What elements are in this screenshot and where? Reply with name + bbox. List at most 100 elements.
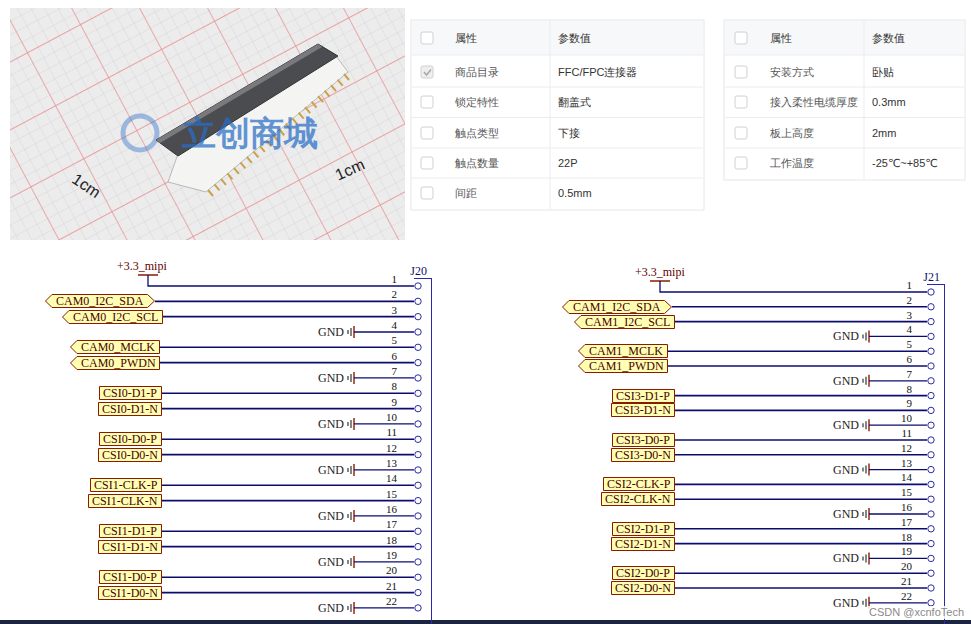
pin-terminal <box>415 375 421 381</box>
pin-terminal <box>928 318 934 324</box>
signal-wire <box>162 454 414 456</box>
table-cell: 触点类型 <box>455 126 499 141</box>
net-label: CSI3-D0-P <box>612 433 675 447</box>
checkbox <box>735 96 747 108</box>
pin-contact <box>312 102 317 108</box>
ground-wire <box>354 561 414 562</box>
pin-contact <box>331 85 336 91</box>
scale-text: 1cm <box>68 170 103 202</box>
pin-number: 13 <box>386 458 397 469</box>
signal-wire <box>162 546 414 548</box>
table-cell: 参数值 <box>872 31 905 46</box>
net-label: CSI1-D0-N <box>98 586 162 600</box>
pin-terminal <box>928 496 934 502</box>
table-cell: 属性 <box>770 31 792 46</box>
net-name: CAM1_MCLK <box>589 344 668 358</box>
ground-symbol <box>862 601 863 605</box>
net-label: CAM1_I2C_SCL <box>574 315 675 329</box>
pin-terminal <box>928 363 934 369</box>
net-label: CAM1_MCLK <box>578 344 668 358</box>
pin-contact <box>305 107 310 113</box>
net-label: CSI3-D0-N <box>611 448 675 462</box>
table-rules <box>412 21 703 209</box>
ground-symbol <box>862 334 863 338</box>
checkbox <box>421 187 433 199</box>
signal-wire <box>162 500 414 502</box>
pin-number: 12 <box>901 443 912 454</box>
ground-label: GND <box>833 418 859 432</box>
net-label-outline <box>575 315 675 328</box>
net-label: CAM1_I2C_SDA <box>562 300 672 314</box>
signal-wire <box>162 438 414 440</box>
net-name: CSI2-D0-P <box>616 566 675 580</box>
ground-label: GND <box>318 371 344 385</box>
signal-wire <box>162 530 414 532</box>
pin-terminal <box>928 481 934 487</box>
net-label: CSI0-D1-N <box>98 402 162 416</box>
pin-number: 3 <box>907 310 913 321</box>
pin-number: 16 <box>901 502 912 513</box>
pin-number: 19 <box>901 546 912 557</box>
signal-wire <box>155 301 414 303</box>
net-label-outline <box>91 479 162 492</box>
ground-symbol <box>865 510 866 518</box>
net-label-outline <box>99 586 162 599</box>
net-name: CSI0-D0-N <box>102 448 162 462</box>
checkbox <box>735 66 747 78</box>
net-label: CAM0_MCLK <box>70 340 160 354</box>
ground-label: GND <box>833 374 859 388</box>
checkbox <box>421 157 433 169</box>
ground-symbol <box>350 466 351 474</box>
pin-number: 5 <box>907 339 913 350</box>
net-name: CAM0_I2C_SCL <box>73 310 163 324</box>
pin-terminal <box>928 452 934 458</box>
net-label: CSI1-D1-N <box>98 540 162 554</box>
net-label-outline <box>100 525 162 538</box>
power-wire <box>660 281 927 292</box>
ground-symbol <box>347 376 348 380</box>
pin-number: 18 <box>386 535 397 546</box>
net-name: CSI3-D0-P <box>616 433 675 447</box>
pin-terminal <box>928 526 934 532</box>
net-label: CSI2-CLK-P <box>603 477 675 491</box>
signal-wire <box>668 350 927 352</box>
net-label-outline <box>99 402 162 415</box>
net-label: CSI1-CLK-N <box>88 494 162 508</box>
pin-terminal <box>415 359 421 365</box>
ground-label: GND <box>318 417 344 431</box>
pin-number: 17 <box>901 517 912 528</box>
net-label-outline <box>63 310 163 323</box>
signal-wire <box>162 392 414 394</box>
connector-body: J21 <box>927 284 945 624</box>
ground-symbol <box>862 468 863 472</box>
pin-terminal <box>928 585 934 591</box>
pin-number: 19 <box>386 550 397 561</box>
ground-label: GND <box>318 463 344 477</box>
pin-number: 11 <box>901 428 912 439</box>
pin-contact <box>344 74 349 80</box>
signal-wire <box>160 362 414 364</box>
scale-text: 1cm <box>333 156 368 185</box>
ground-symbol <box>347 514 348 518</box>
pin-number: 14 <box>386 473 397 484</box>
pin-number: 14 <box>901 472 912 483</box>
net-name: CAM0_MCLK <box>81 340 160 354</box>
pin-terminal <box>928 437 934 443</box>
ground-wire <box>869 336 927 337</box>
pin-number: 2 <box>392 289 398 300</box>
table-header <box>725 21 964 55</box>
pin-number: 17 <box>386 519 397 530</box>
net-label-outline <box>71 356 160 369</box>
pin-terminal <box>415 283 421 289</box>
pin-terminal <box>928 304 934 310</box>
net-label-outline <box>100 433 162 446</box>
ground-symbol <box>347 330 348 334</box>
pin-terminal <box>928 407 934 413</box>
table-cell: 间距 <box>455 186 477 201</box>
table-cell: 卧贴 <box>872 65 894 80</box>
pin-number: 22 <box>901 591 912 602</box>
net-name: CSI3-D1-P <box>616 389 675 403</box>
net-name: CSI2-CLK-N <box>605 492 675 506</box>
spec-table <box>411 20 704 210</box>
checkbox <box>735 127 747 139</box>
